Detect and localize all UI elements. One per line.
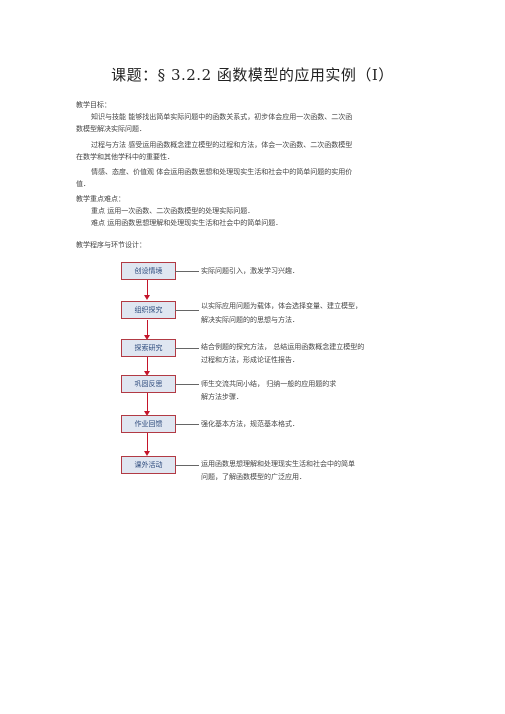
flow-step-create-situation: 创设情境 (121, 262, 176, 280)
goal-process-line1: 过程与方法 感受运用函数概念建立模型的过程和方法，体会一次函数、二次函数模型 (91, 141, 353, 149)
flow-connector (147, 320, 148, 336)
flow-step-6-description-line1: 运用函数思想理解和处理现实生活和社会中的简单 (201, 460, 355, 468)
flow-leader-line (175, 310, 199, 311)
goal-knowledge-line2: 数模型解决实际问题． (76, 125, 146, 133)
arrow-down-icon (144, 295, 150, 300)
flow-leader-line (175, 348, 199, 349)
goals-heading: 教学目标： (76, 101, 111, 109)
flow-step-2-description-line2: 解决实际问题的的思想与方法． (201, 316, 299, 324)
flow-leader-line (175, 465, 199, 466)
arrow-down-icon (144, 335, 150, 340)
goal-knowledge-line1: 知识与技能 能够找出简单实际问题中的函数关系式，初步体会应用一次函数、二次函 (91, 113, 353, 121)
flow-step-1-description: 实际问题引入，激发学习兴趣． (201, 267, 299, 275)
flow-step-5-description: 强化基本方法，规范基本格式． (201, 420, 299, 428)
lesson-title: 课题：§ 3.2.2 函数模型的应用实例（Ⅰ） (111, 66, 394, 84)
flow-leader-line (175, 424, 199, 425)
flow-step-2-description-line1: 以实际应用问题为载体，体会选择变量、建立模型， (201, 302, 362, 310)
flow-step-homework-feedback: 作业回馈 (121, 415, 176, 433)
arrow-down-icon (144, 371, 150, 376)
flow-step-consolidate-reflect: 巩固反思 (121, 375, 176, 393)
focus-key-point: 重点 运用一次函数、二次函数模型的处理实际问题． (91, 207, 255, 215)
flow-leader-line (175, 271, 199, 272)
flow-step-4-description-line2: 解方法步骤． (201, 393, 243, 401)
arrow-down-icon (144, 411, 150, 416)
flow-step-explore-research: 探索研究 (121, 339, 176, 357)
flow-step-extracurricular: 课外活动 (121, 456, 176, 474)
flow-step-3-description-line2: 过程和方法，形成论证性报告． (201, 356, 299, 364)
goal-process-line2: 在数学和其他学科中的重要性． (76, 153, 174, 161)
flow-connector (147, 432, 148, 452)
flow-step-organize-inquiry: 组织探究 (121, 301, 176, 319)
flow-leader-line (175, 384, 199, 385)
flow-step-4-description-line1: 师生交流共同小结， 归纳一般的应用题的求 (201, 380, 337, 388)
goal-emotion-line1: 情感、态度、价值观 体会运用函数思想和处理现实生活和社会中的简单问题的实用价 (91, 168, 353, 176)
procedure-heading: 教学程序与环节设计： (76, 241, 146, 249)
flow-connector (147, 356, 148, 372)
flow-connector (147, 392, 148, 412)
goal-emotion-line2: 值． (76, 180, 90, 188)
focus-difficult-point: 难点 运用函数思想理解和处理现实生活和社会中的简单问题． (91, 219, 283, 227)
flow-step-3-description-line1: 结合例题的探究方法， 总结运用函数概念建立模型的 (201, 343, 365, 351)
arrow-down-icon (144, 451, 150, 456)
flow-step-6-description-line2: 问题，了解函数模型的广泛应用． (201, 473, 306, 481)
flow-connector (147, 280, 148, 296)
focus-heading: 教学重点难点： (76, 195, 125, 203)
